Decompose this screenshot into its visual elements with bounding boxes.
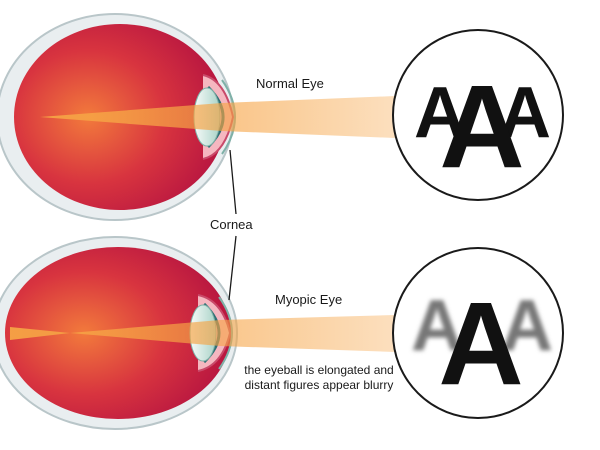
- myopic-vision-circle: A A A: [392, 247, 564, 419]
- sharp-letter-center: A: [439, 61, 524, 193]
- normal-eye-label: Normal Eye: [256, 76, 324, 91]
- blurry-letter-left: A: [411, 286, 463, 366]
- blurry-letter-right: A: [501, 286, 553, 366]
- cornea-pointer-bottom: [228, 235, 237, 301]
- sharp-letter-right: A: [499, 73, 551, 153]
- cornea-label: Cornea: [210, 217, 253, 232]
- myopic-eye-label: Myopic Eye: [275, 292, 343, 307]
- myopia-explanation: the eyeball is elongated and distant fig…: [244, 363, 394, 392]
- sharp-letter-left: A: [414, 73, 466, 153]
- normal-light-beam: [40, 96, 395, 138]
- normal-vision-circle: A A A: [392, 29, 564, 201]
- sharp-letter-center-myopic: A: [438, 278, 523, 410]
- myopic-light-beam: [10, 315, 395, 352]
- cornea-pointer-top: [229, 149, 237, 215]
